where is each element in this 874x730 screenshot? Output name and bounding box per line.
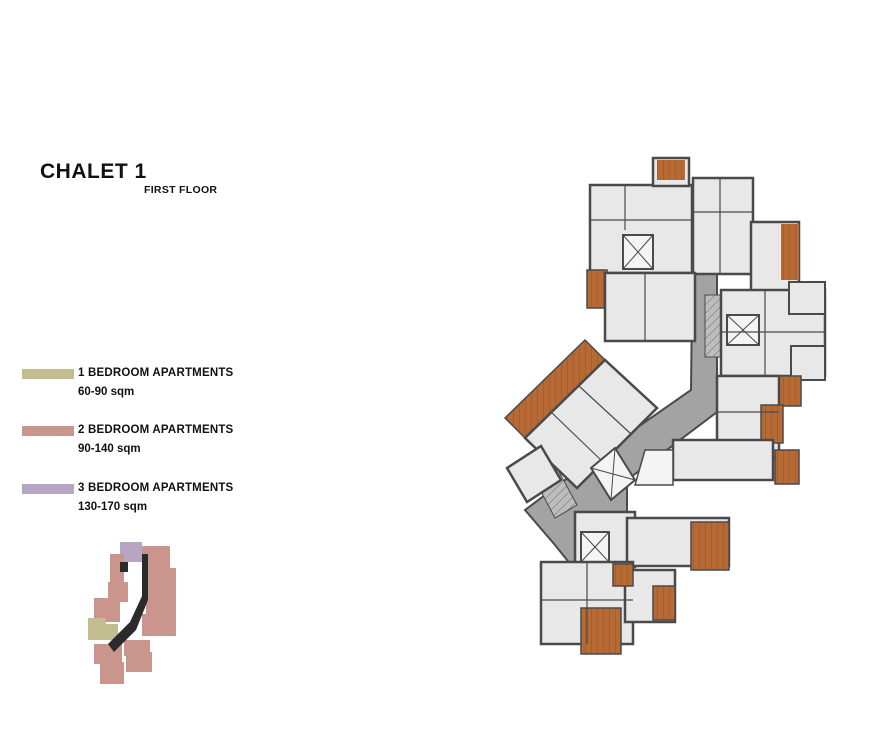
legend-swatch xyxy=(22,369,74,379)
key-plan xyxy=(88,542,176,684)
legend-label: 1 BEDROOM APARTMENTS xyxy=(78,367,234,379)
page-subtitle: FIRST FLOOR xyxy=(144,184,218,196)
key-plan-lift xyxy=(120,562,128,572)
legend-area: 130-170 sqm xyxy=(78,501,148,513)
legend-area: 60-90 sqm xyxy=(78,386,135,398)
legend-area: 90-140 sqm xyxy=(78,443,141,455)
bottom-cluster xyxy=(539,510,731,655)
legend-swatch xyxy=(22,426,74,436)
key-plan-units xyxy=(88,542,176,684)
key-plan-core xyxy=(108,554,148,652)
legend-swatch xyxy=(22,484,74,494)
legend-label: 2 BEDROOM APARTMENTS xyxy=(78,424,234,436)
floor-plan xyxy=(503,156,827,655)
legend-label: 3 BEDROOM APARTMENTS xyxy=(78,482,234,494)
left-wing xyxy=(503,338,674,504)
top-cluster xyxy=(586,156,827,485)
page-title: CHALET 1 xyxy=(40,160,147,183)
